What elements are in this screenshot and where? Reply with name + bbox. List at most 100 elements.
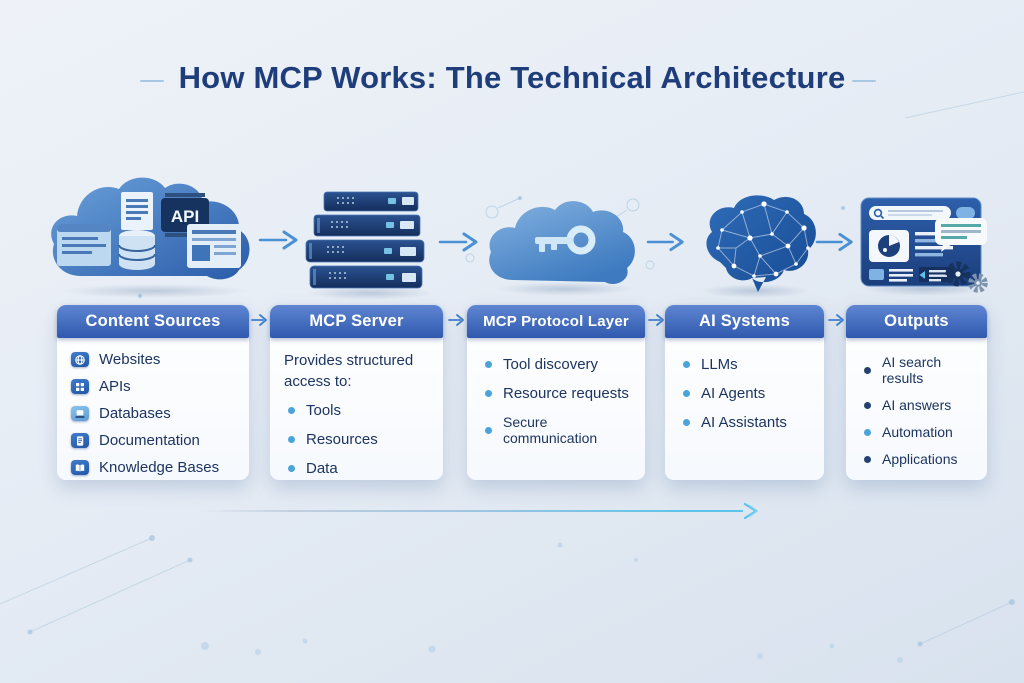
card-ai-systems: AI Systems LLMs AI Agents AI Assistants: [665, 305, 824, 480]
flow-arrow-icon: [646, 232, 684, 252]
list-item-label: Automation: [882, 424, 953, 440]
list-item: Tools: [284, 402, 431, 419]
list-item-label: LLMs: [701, 356, 738, 373]
list-item-label: Applications: [882, 451, 958, 467]
laptop-icon: [71, 406, 89, 421]
header-arrow-icon: [251, 314, 267, 326]
list-item: Resource requests: [481, 385, 633, 402]
list-item: LLMs: [679, 356, 812, 373]
list-item: Knowledge Bases: [71, 459, 237, 476]
list-item: Data: [284, 460, 431, 477]
document-glyph: [121, 192, 153, 230]
header-arrow-icon: [648, 314, 664, 326]
list-item: AI answers: [860, 397, 975, 413]
list-item-label: Tool discovery: [503, 356, 599, 373]
bullet-dot: [864, 428, 871, 436]
content-sources-cloud-icon: API: [51, 177, 250, 280]
card-header: Outputs: [846, 305, 987, 338]
list-item-label: Documentation: [99, 432, 200, 449]
list-item: Tool discovery: [481, 356, 633, 373]
list-item: APIs: [71, 378, 237, 395]
icon-shadow: [700, 284, 810, 298]
list-item: Automation: [860, 424, 975, 440]
chat-bubble-glyph: [935, 218, 987, 252]
bullet-dot: [288, 436, 295, 444]
bullet-dot: [288, 465, 295, 473]
bottom-flow-arrow-line: [200, 510, 743, 512]
card-intro-text: Provides structured access to:: [284, 352, 414, 390]
bullet-dot: [485, 361, 492, 368]
card-content-sources: Content Sources Websites APIs Databases: [57, 305, 249, 480]
pie-chart-glyph: [869, 230, 909, 262]
list-item-label: APIs: [99, 378, 131, 395]
list-item: Resources: [284, 431, 431, 448]
header-arrow-icon: [448, 314, 464, 326]
grid-icon: [71, 379, 89, 394]
list-item: Applications: [860, 451, 975, 467]
list-item: Documentation: [71, 432, 237, 449]
bullet-dot: [288, 407, 295, 415]
text-lines-glyph: [915, 232, 953, 257]
database-cylinder-glyph: [118, 230, 156, 270]
title-right-dash: [852, 80, 876, 82]
page-title: How MCP Works: The Technical Architectur…: [178, 60, 846, 95]
list-item-label: Tools: [306, 402, 342, 420]
list-item-label: AI answers: [882, 397, 952, 413]
flow-arrow-icon: [258, 230, 298, 250]
list-item: AI Assistants: [679, 414, 812, 431]
mcp-server-stack-icon: [305, 191, 425, 289]
globe-icon: [71, 352, 89, 367]
bullet-dot: [864, 401, 871, 409]
header-arrow-icon: [828, 314, 844, 326]
list-item-label: Resource requests: [503, 385, 629, 402]
outputs-dashboard-icon: [860, 197, 988, 293]
list-item-label: AI Agents: [701, 385, 766, 402]
list-item-label: Websites: [99, 351, 161, 368]
search-bar-glyph: [869, 206, 975, 220]
title-left-dash: [140, 80, 164, 82]
list-item: Websites: [71, 351, 237, 368]
flow-arrow-icon: [438, 232, 478, 252]
key-glyph: [535, 225, 596, 255]
card-header: MCP Protocol Layer: [467, 305, 645, 338]
icon-shadow: [60, 284, 250, 298]
list-item: AI Agents: [679, 385, 812, 402]
bullet-dot: [864, 366, 871, 374]
list-item: Secure communication: [481, 414, 633, 446]
bullet-dot: [485, 390, 492, 397]
icon-shadow: [495, 282, 635, 296]
list-item-label: AI search results: [882, 354, 942, 386]
bullet-dot: [683, 419, 690, 426]
browser-window-glyph: [57, 224, 111, 266]
bullet-dot: [683, 390, 690, 397]
content-panel-glyph: [187, 224, 241, 268]
api-chip-glyph: API: [161, 193, 209, 237]
list-item: AI search results: [860, 354, 975, 386]
list-item-label: Data: [306, 460, 338, 478]
list-item-label: Secure communication: [503, 414, 598, 446]
document-icon: [71, 433, 89, 448]
list-item-label: Resources: [306, 431, 378, 449]
card-outputs: Outputs AI search results AI answers Aut…: [846, 305, 987, 480]
ai-brain-network-icon: [706, 195, 816, 292]
bottom-flow-arrow-head-icon: [743, 502, 758, 520]
toolbar-glyph: [869, 267, 953, 282]
list-item: Databases: [71, 405, 237, 422]
flow-arrow-icon: [815, 232, 853, 252]
book-icon: [71, 460, 89, 475]
gear-icon: [945, 261, 988, 293]
card-header: MCP Server: [270, 305, 443, 338]
list-item-label: AI Assistants: [701, 414, 787, 431]
list-item-label: Databases: [99, 405, 171, 422]
card-header: AI Systems: [665, 305, 824, 338]
icon-shadow: [305, 286, 435, 300]
protocol-cloud-key-icon: [489, 201, 635, 285]
bullet-dot: [683, 361, 690, 368]
bullet-dot: [864, 455, 871, 463]
bullet-dot: [485, 426, 492, 434]
list-item-label: Knowledge Bases: [99, 459, 220, 476]
card-mcp-protocol-layer: MCP Protocol Layer Tool discovery Resour…: [467, 305, 645, 480]
svg-text:API: API: [171, 207, 199, 226]
card-mcp-server: MCP Server Provides structured access to…: [270, 305, 443, 480]
